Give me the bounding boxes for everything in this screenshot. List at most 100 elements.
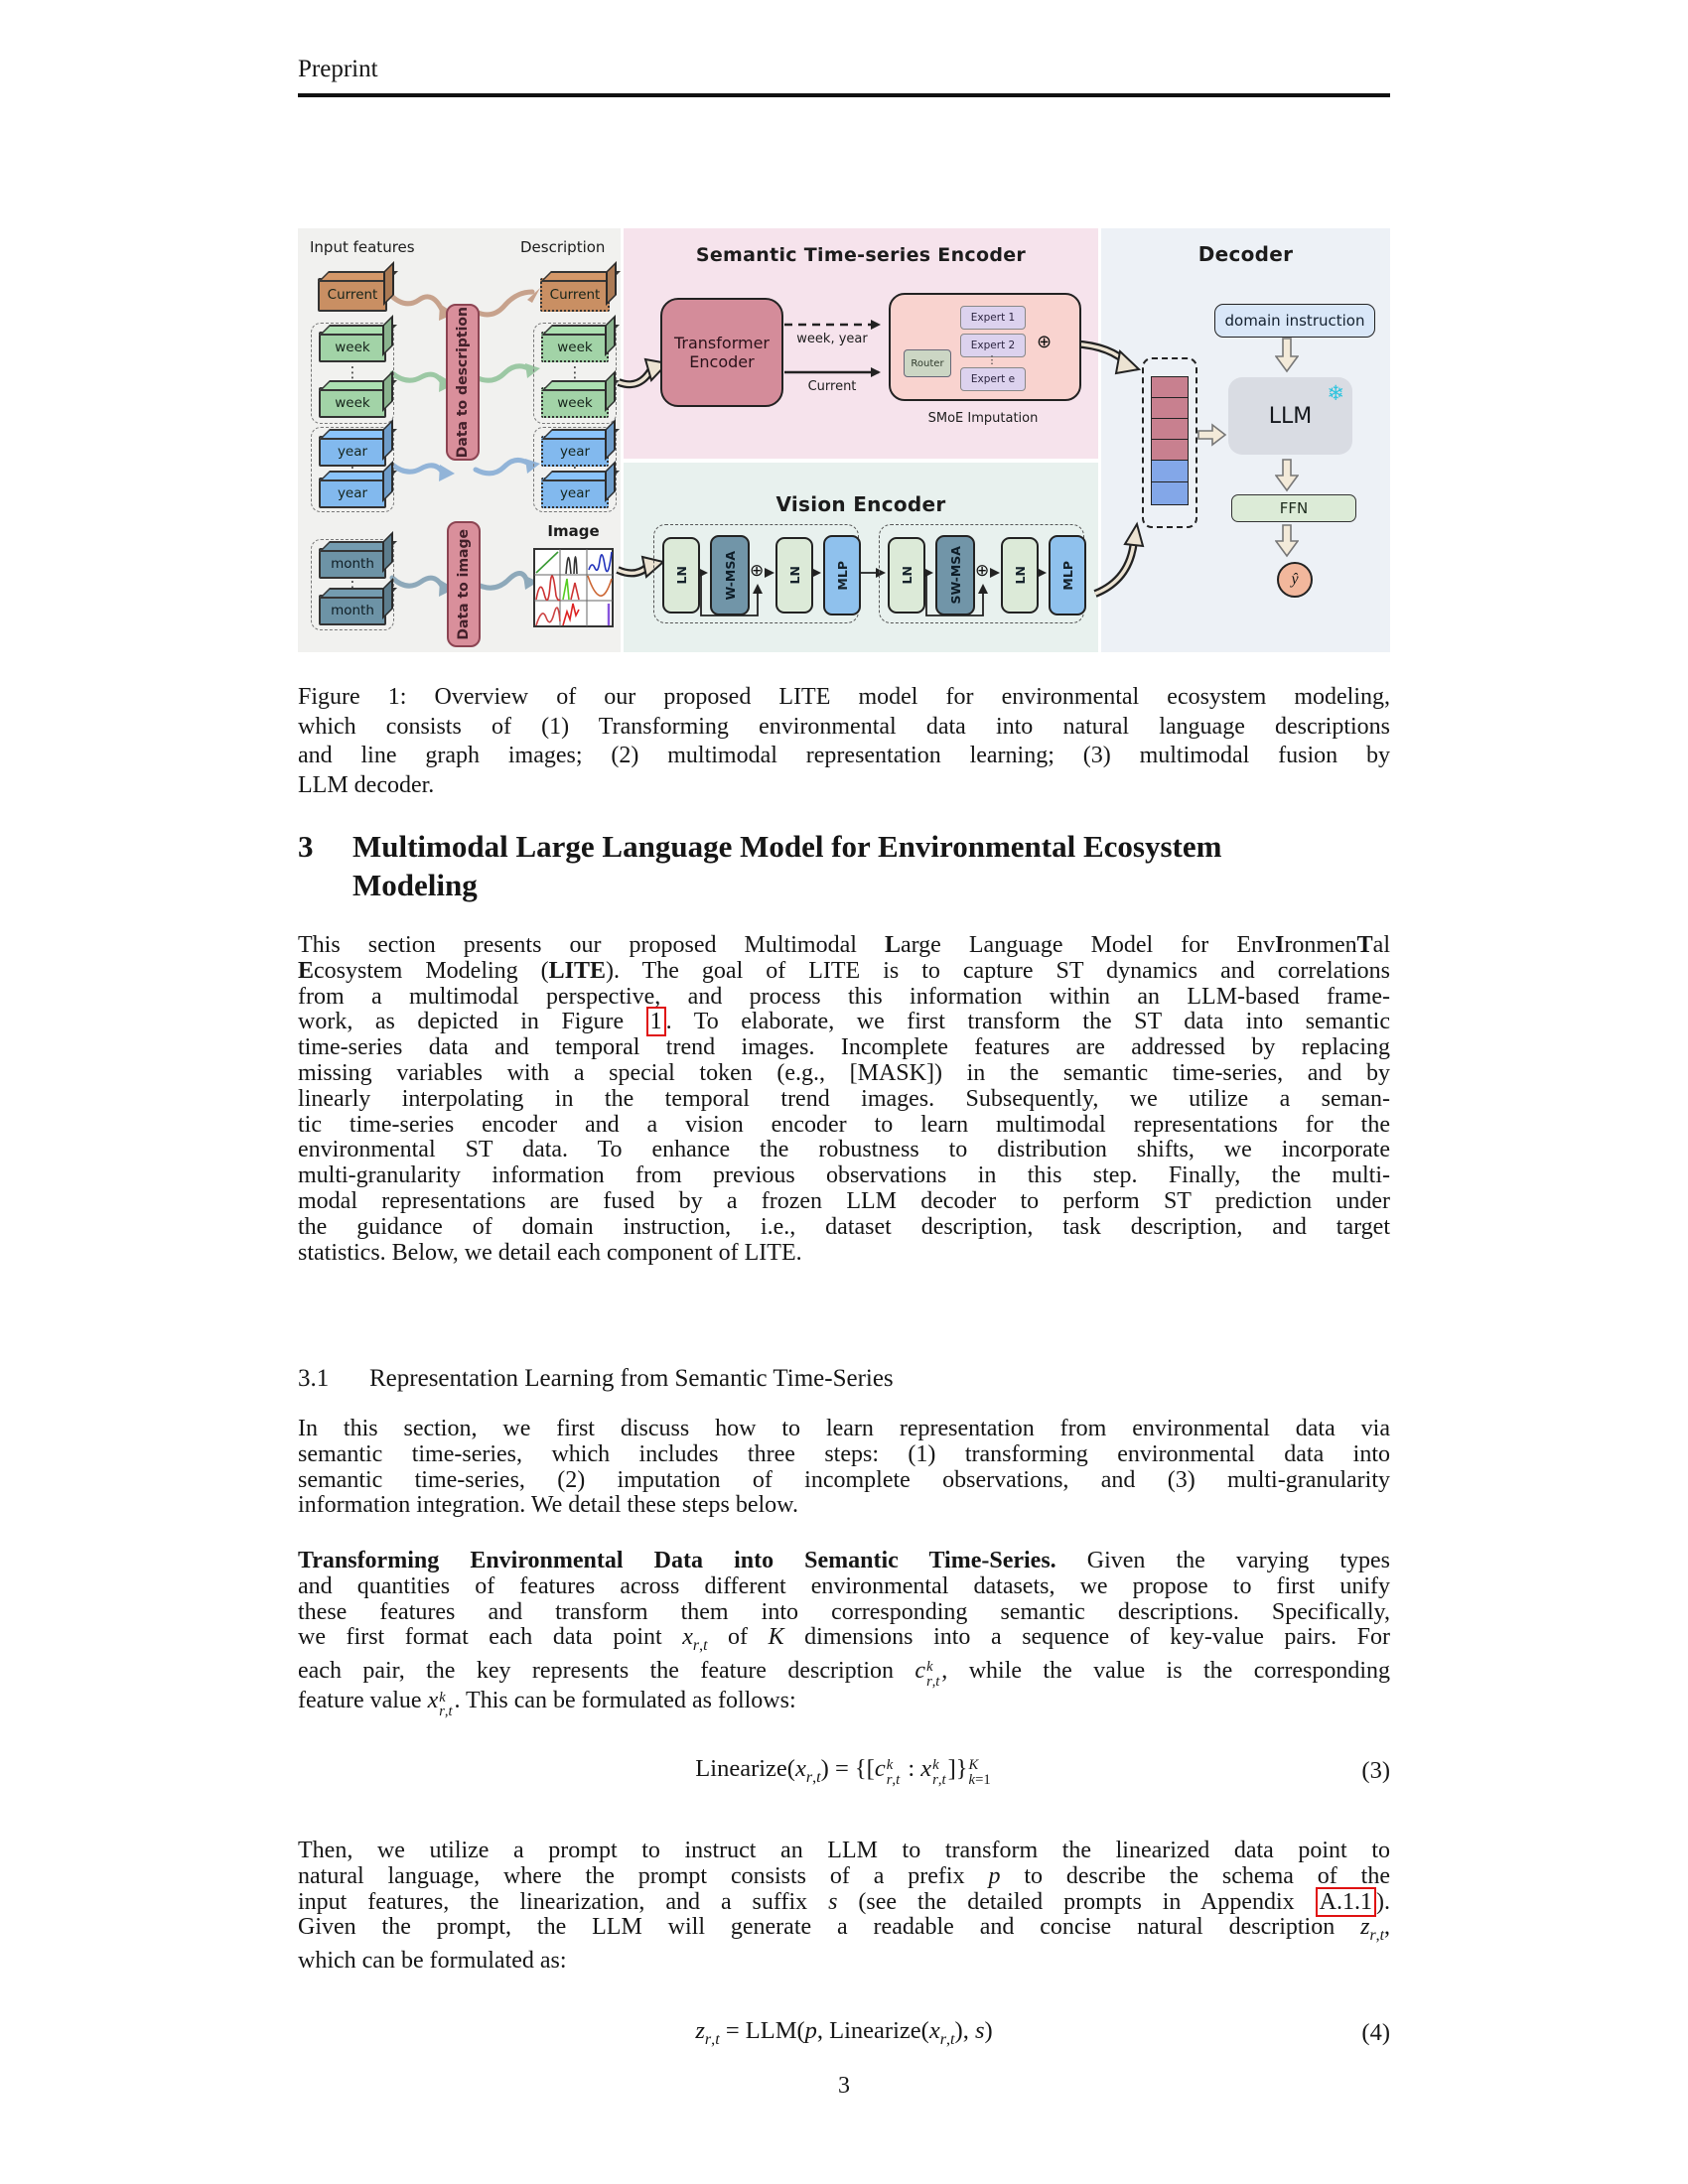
big-arrows <box>616 340 1145 598</box>
expert-dots: ⋮ <box>986 353 998 366</box>
paragraph-line: Then, we utilize a prompt to instruct an… <box>298 1838 1390 1863</box>
section-title-line: Modeling <box>352 868 478 902</box>
sw-msa-label: SW-MSA <box>947 546 963 605</box>
paragraph-line: statistics. Below, we detail each compon… <box>298 1239 802 1266</box>
paragraph-line: modal representations are fused by a fro… <box>298 1187 1390 1214</box>
expert-1-box: Expert 1 <box>960 306 1026 330</box>
section-3-1-heading: 3.1 Representation Learning from Semanti… <box>298 1365 1390 1393</box>
input-week-group: week ⋮ week <box>311 323 394 424</box>
encoder-arrows <box>784 320 881 377</box>
paragraph: Then, we utilize a prompt to instruct an… <box>298 1838 1390 1975</box>
ffn-box: FFN <box>1231 494 1356 522</box>
equation-4: zr,t = LLM(p, Linearize(xr,t), s) (4) <box>298 2017 1390 2049</box>
paragraph-line: environmental ST data. To enhance the ro… <box>298 1137 1390 1163</box>
paragraph-line: input features, the linearization, and a… <box>298 1886 1390 1917</box>
data-to-description-label: Data to description <box>455 306 471 459</box>
paragraph-line: and quantities of features across differ… <box>298 1572 1390 1599</box>
description-year-box: year <box>541 478 609 508</box>
page-number: 3 <box>838 2073 850 2099</box>
description-year-group: year ⋮ year <box>533 427 617 512</box>
right-arrow <box>1197 423 1227 447</box>
paragraph-line: work, as depicted in Figure 1. To elabor… <box>298 1007 1390 1037</box>
mlp-label: MLP <box>834 560 850 591</box>
wavy-arrows <box>386 289 535 591</box>
text-token <box>1151 418 1189 441</box>
input-year-box: year <box>319 478 386 508</box>
paragraph-line: from a multimodal perspective, and proce… <box>298 983 1390 1010</box>
ln-label: LN <box>1012 566 1028 585</box>
w-msa-label: W-MSA <box>722 550 738 601</box>
paragraph-line: In this section, we first discuss how to… <box>298 1416 1390 1441</box>
paragraph-line: these features and transform them into c… <box>298 1598 1390 1625</box>
description-year-box: year <box>541 436 609 467</box>
domain-instruction-box: domain instruction <box>1214 304 1375 338</box>
equation-4-number: (4) <box>1361 2018 1390 2046</box>
input-year-group: year ⋮ year <box>311 427 394 512</box>
paragraph: Transforming Environmental Data into Sem… <box>298 1548 1390 1720</box>
semantic-encoder-title: Semantic Time-series Encoder <box>695 244 1027 266</box>
paragraph-line: each pair, the key represents the featur… <box>298 1657 1390 1690</box>
prediction-node: ŷ <box>1277 562 1313 598</box>
ln-label: LN <box>899 566 914 585</box>
section-title-line: Multimodal Large Language Model for Envi… <box>352 829 1222 864</box>
mlp-label: MLP <box>1059 560 1075 591</box>
section-title: Multimodal Large Language Model for Envi… <box>352 827 1221 904</box>
paragraph-line: Given the prompt, the LLM will generate … <box>298 1914 1390 1945</box>
text-token <box>1151 376 1189 399</box>
current-arrow-label: Current <box>807 379 857 394</box>
input-features-label: Input features <box>310 238 415 256</box>
paragraph-line: tic time-series encoder and a vision enc… <box>298 1111 1390 1138</box>
expert-2-box: Expert 2 <box>960 334 1026 357</box>
down-arrow <box>1275 459 1299 492</box>
caption-line: Figure 1: Overview of our proposed LITE … <box>298 684 1390 710</box>
vertical-dots: ⋮ <box>345 363 360 381</box>
section-number: 3 <box>298 829 314 864</box>
vertical-dots: ⋮ <box>567 363 583 381</box>
description-week-box: week <box>541 387 609 418</box>
input-month-box: month <box>319 595 386 625</box>
appendix-a11-link[interactable]: A.1.1 <box>1315 1886 1376 1917</box>
input-year-box: year <box>319 436 386 467</box>
figure-connectors <box>386 288 1145 616</box>
llm-label: LLM <box>1268 403 1313 429</box>
description-week-group: week ⋮ week <box>533 323 617 424</box>
ln-box: LN <box>1001 537 1039 614</box>
equation-4-body: zr,t = LLM(p, Linearize(xr,t), s) <box>695 2017 993 2048</box>
mlp-box: MLP <box>823 535 861 615</box>
w-msa-box: W-MSA <box>710 535 750 615</box>
ln-box: LN <box>662 537 700 614</box>
paragraph-line: information integration. We detail these… <box>298 1492 798 1519</box>
image-token <box>1151 481 1189 505</box>
paragraph-line: semantic time-series, which includes thr… <box>298 1440 1390 1467</box>
image-label: Image <box>547 522 600 540</box>
ln-box: LN <box>888 537 925 614</box>
vision-encoder-title: Vision Encoder <box>775 492 946 516</box>
paragraph-line: multi-granularity information from previ… <box>298 1162 1390 1189</box>
expert-e-box: Expert e <box>960 367 1026 391</box>
figure-1-link[interactable]: 1 <box>645 1007 666 1037</box>
ln-label: LN <box>786 566 802 585</box>
input-month-box: month <box>319 548 386 579</box>
data-to-image-label: Data to image <box>456 528 472 640</box>
vision-connectors <box>695 568 1047 616</box>
decoder-title: Decoder <box>1197 242 1294 266</box>
text-token <box>1151 439 1189 462</box>
sw-msa-box: SW-MSA <box>935 535 975 615</box>
paragraph: In this section, we first discuss how to… <box>298 1416 1390 1519</box>
paragraph-line: semantic time-series, (2) imputation of … <box>298 1466 1390 1493</box>
caption-line: which consists of (1) Transforming envir… <box>298 713 1390 740</box>
subsection-title: Representation Learning from Semantic Ti… <box>369 1365 894 1392</box>
image-token <box>1151 460 1189 483</box>
down-arrow <box>1275 524 1299 558</box>
week-year-arrow-label: week, year <box>796 332 868 346</box>
caption-line: and line graph images; (2) multimodal re… <box>298 743 1390 768</box>
caption-line: LLM decoder. <box>298 771 435 798</box>
sum-icon: ⊕ <box>750 561 765 581</box>
ln-box: LN <box>775 537 813 614</box>
paragraph-line: the guidance of domain instruction, i.e.… <box>298 1213 1390 1240</box>
figure-1: Input features Description Current week … <box>298 228 1390 652</box>
equation-3-number: (3) <box>1361 1757 1390 1785</box>
sum-icon: ⊕ <box>1037 332 1053 352</box>
